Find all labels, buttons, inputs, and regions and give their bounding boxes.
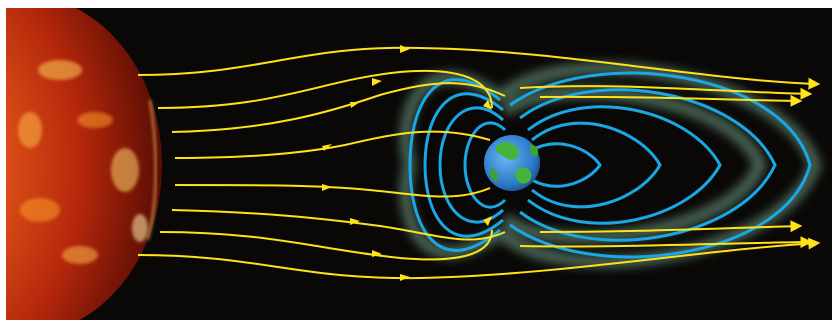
dayside-loop-4 xyxy=(463,121,507,209)
arrowhead xyxy=(483,100,492,110)
solar-wind-line-4 xyxy=(174,130,491,159)
solar-wind-line-3 xyxy=(171,82,506,133)
tail-loop-5 xyxy=(509,71,812,259)
solar-wind-line-2 xyxy=(157,69,493,109)
arrowhead xyxy=(322,184,332,191)
tail-loop-2 xyxy=(531,121,662,209)
tail-loop-3 xyxy=(527,105,722,225)
sun xyxy=(6,8,162,320)
dayside-loop-1 xyxy=(438,106,505,224)
solar-wind-line-5 xyxy=(174,184,491,198)
solar-wind-line-6 xyxy=(171,209,506,241)
solar-wind-arrowheads xyxy=(322,45,492,281)
solar-wind-line-2b xyxy=(519,85,813,100)
tail-loop-4 xyxy=(519,88,777,242)
arrowhead xyxy=(350,102,360,108)
arrowhead xyxy=(372,250,382,257)
arrowhead xyxy=(483,216,492,226)
tail-loop-1 xyxy=(531,142,602,188)
solar-wind-line-6b xyxy=(539,220,803,233)
arrowhead xyxy=(372,78,382,86)
arrowhead xyxy=(350,218,360,225)
magnetosphere-field-lines xyxy=(408,71,812,259)
dayside-loop-3 xyxy=(408,78,501,252)
solar-wind-line-7b xyxy=(519,236,813,249)
arrowhead xyxy=(400,274,410,281)
solar-wind-line-7 xyxy=(159,229,493,261)
solar-wind-line-3b xyxy=(539,94,803,107)
dayside-loop-2 xyxy=(423,92,504,238)
arrowhead xyxy=(400,45,410,53)
solar-wind xyxy=(137,46,821,280)
solar-wind-line-8 xyxy=(137,237,821,280)
arrowhead xyxy=(322,144,332,151)
solar-wind-line-1 xyxy=(137,46,821,90)
earth xyxy=(484,135,540,191)
